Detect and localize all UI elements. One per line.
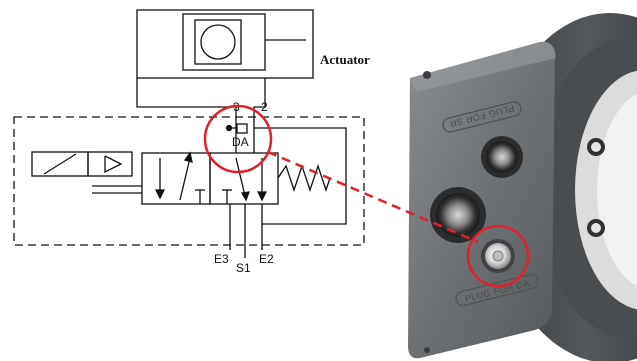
pilot-return-line [254, 127, 347, 225]
actuator-symbol [136, 9, 314, 79]
plate-screw-bottom [424, 347, 430, 353]
solenoid-symbol [31, 151, 142, 194]
port-s1-label: S1 [236, 261, 251, 275]
pneumatic-schematic [13, 9, 365, 258]
highlight-callouts [203, 104, 530, 288]
port-e3-label: E3 [214, 252, 229, 266]
callout-connector [267, 150, 479, 244]
pipe-port-3 [136, 78, 237, 128]
port-upper [481, 136, 523, 178]
photo-highlight-circle [466, 224, 530, 288]
plate-screw-top [423, 71, 431, 79]
valve-enclosure [13, 116, 365, 246]
port-e2-label: E2 [259, 252, 274, 266]
schematic-highlight-circle [203, 104, 273, 174]
front-plate [408, 41, 556, 359]
da-label: DA [232, 135, 249, 149]
valve-photo: PLUG FOR SR PLUG FOR DA [408, 13, 637, 361]
da-plug-symbol [225, 123, 248, 134]
spring-symbol [277, 163, 331, 193]
port-2-label: 2 [261, 100, 268, 114]
actuator-label: Actuator [320, 52, 370, 67]
port-large [430, 187, 486, 243]
spool-valve [141, 151, 279, 205]
da-plug [481, 239, 515, 273]
